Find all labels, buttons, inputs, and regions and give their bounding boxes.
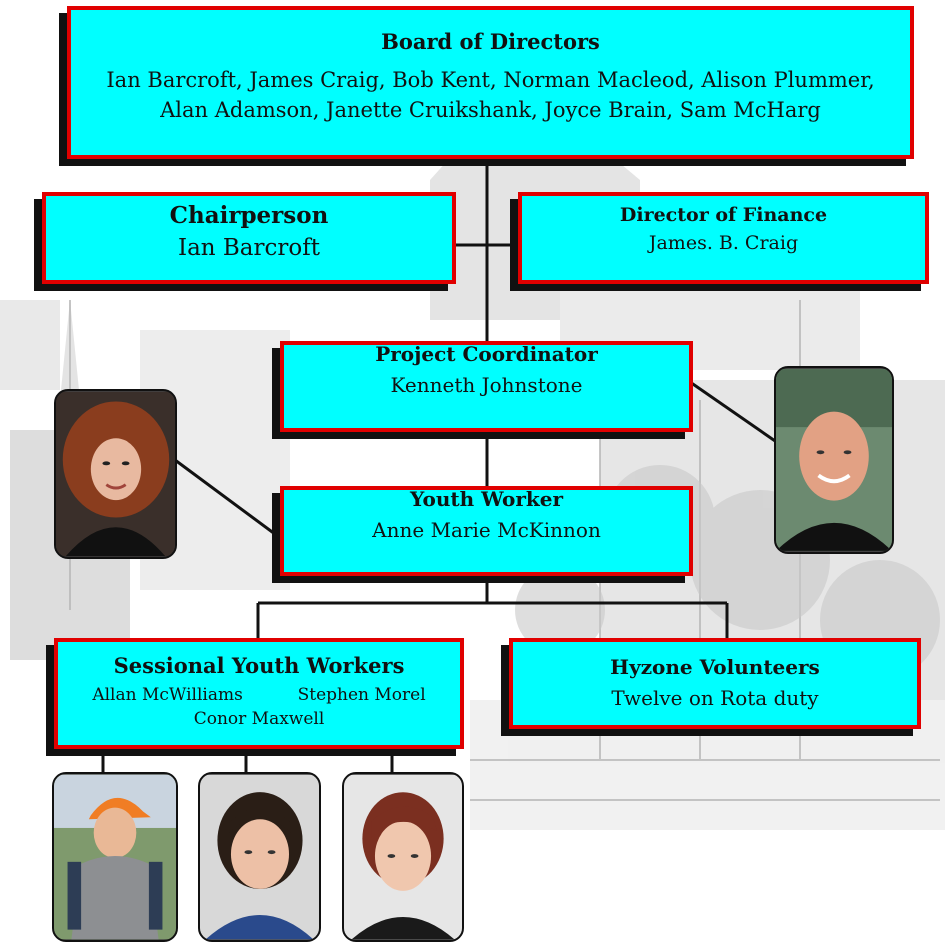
board-members-line-2: Alan Adamson, Janette Cruikshank, Joyce …: [160, 98, 821, 123]
chairperson-name: Ian Barcroft: [177, 235, 320, 262]
sessional-name-stephen: Stephen Morel: [297, 685, 426, 706]
sessional-name-allan: Allan McWilliams: [92, 685, 243, 706]
portrait-photo-stephen: [198, 772, 321, 942]
portrait-photo-conor: [342, 772, 464, 942]
portrait-photo-icon: [54, 774, 176, 940]
chairperson-title: Chairperson: [169, 202, 329, 229]
coordinator-title: Project Coordinator: [375, 342, 598, 366]
board-of-directors-box: Board of Directors Ian Barcroft, James C…: [67, 6, 914, 159]
portrait-photo-icon: [344, 774, 462, 940]
sessional-youth-workers-box: Sessional Youth Workers Allan McWilliams…: [54, 638, 464, 749]
youth-worker-box: Youth Worker Anne Marie McKinnon: [280, 486, 693, 576]
coordinator-name: Kenneth Johnstone: [390, 373, 583, 397]
sessional-title: Sessional Youth Workers: [113, 653, 405, 678]
portrait-photo-youth-worker: [54, 389, 177, 559]
volunteers-title: Hyzone Volunteers: [610, 655, 820, 679]
portrait-photo-icon: [56, 391, 175, 557]
volunteers-text: Twelve on Rota duty: [611, 686, 819, 710]
finance-title: Director of Finance: [619, 204, 828, 226]
portrait-photo-allan: [52, 772, 178, 942]
finance-name: James. B. Craig: [648, 231, 799, 254]
sessional-name-conor: Conor Maxwell: [193, 708, 325, 729]
portrait-photo-icon: [200, 774, 319, 940]
chairperson-box: Chairperson Ian Barcroft: [42, 192, 456, 284]
portrait-photo-coordinator: [774, 366, 894, 554]
board-title: Board of Directors: [381, 29, 600, 54]
board-members-line-1: Ian Barcroft, James Craig, Bob Kent, Nor…: [106, 68, 875, 93]
director-of-finance-box: Director of Finance James. B. Craig: [518, 192, 929, 284]
project-coordinator-box: Project Coordinator Kenneth Johnstone: [280, 341, 693, 432]
connector-photo-woman: [174, 458, 284, 542]
hyzone-volunteers-box: Hyzone Volunteers Twelve on Rota duty: [509, 638, 921, 729]
sessional-names-row: Allan McWilliams Stephen Morel: [58, 685, 460, 706]
connector-photo-man: [689, 380, 779, 445]
portrait-photo-icon: [776, 369, 892, 551]
youth-worker-title: Youth Worker: [410, 487, 563, 511]
youth-worker-name: Anne Marie McKinnon: [372, 518, 601, 542]
